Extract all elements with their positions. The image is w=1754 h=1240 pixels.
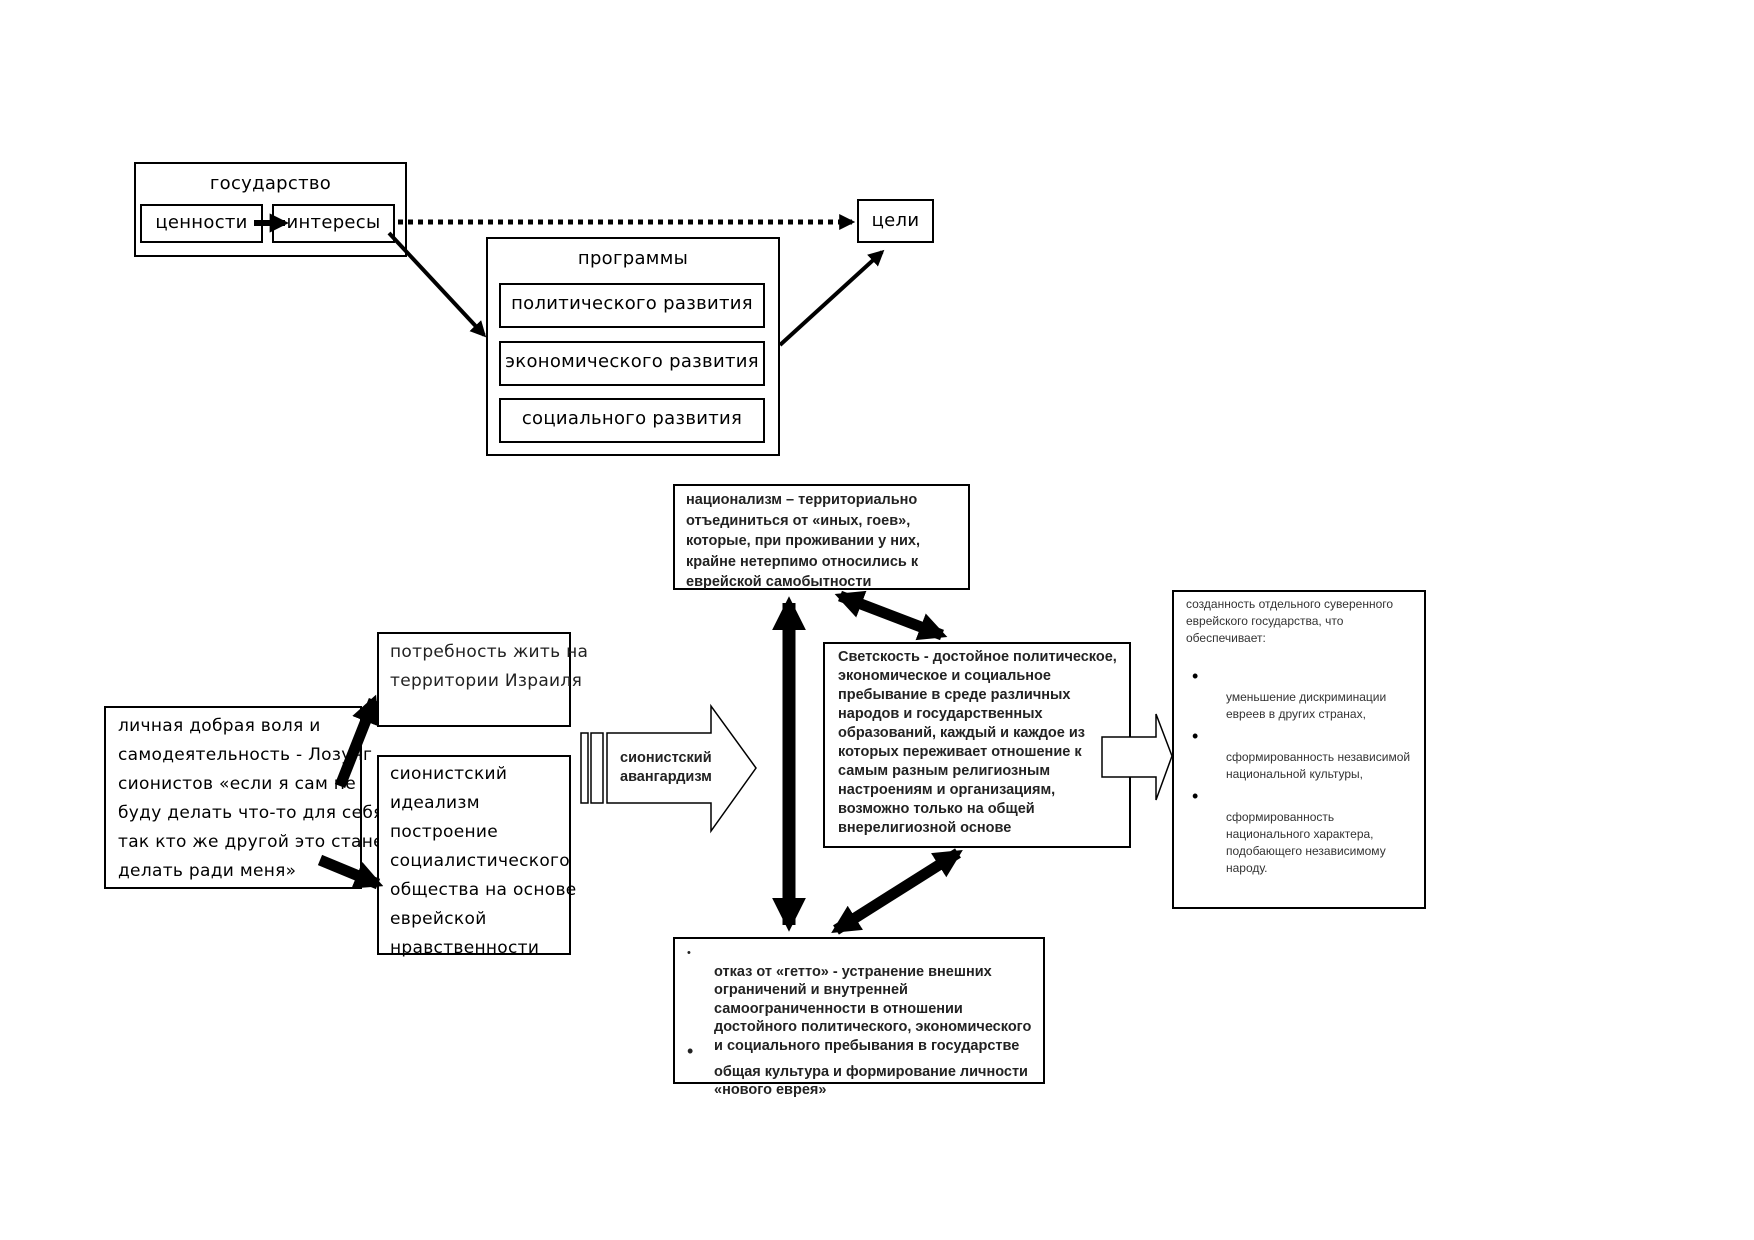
bullet-icon: • — [1192, 726, 1199, 746]
goals-label: цели — [871, 210, 920, 231]
sovereign-item-3: •сформированность национального характер… — [1192, 786, 1386, 875]
programs-title: программы — [577, 248, 689, 269]
sovereign-item-2: •сформированность независимой национальн… — [1192, 726, 1411, 781]
state-title: государство — [209, 173, 332, 194]
program-social-box — [499, 398, 765, 443]
personal-will-text: личная добрая воля и самодеятельность - … — [118, 716, 395, 881]
secularism-text: Светскость - достойное политическое, эко… — [838, 649, 1117, 836]
bullet-icon: • — [687, 947, 691, 959]
program-economic-box — [499, 341, 765, 386]
idealism-text: сионистский идеализм построение социалис… — [390, 764, 577, 958]
arrow-secularism-ghetto — [831, 848, 963, 935]
vanguard-label: сионистский авангардизм — [620, 750, 712, 785]
nationalism-text: национализм – территориально отъединитьс… — [686, 492, 920, 590]
bullet-icon: • — [687, 1041, 694, 1061]
idealism-box — [377, 755, 571, 955]
bullet-icon: • — [1192, 666, 1199, 686]
arrow-programs-to-goals — [778, 249, 885, 347]
values-label: ценности — [155, 212, 248, 233]
program-economic-label: экономического развития — [505, 351, 759, 372]
ghetto-item-2: •общая культура и формирование личности … — [687, 1041, 1028, 1098]
need-to-live-box — [377, 632, 571, 727]
goals-box — [857, 199, 934, 243]
program-social-label: социального развития — [521, 408, 743, 429]
sovereign-intro-text: созданность отдельного суверенного еврей… — [1186, 597, 1394, 645]
nationalism-box — [673, 484, 970, 590]
sovereign-state-box — [1172, 590, 1426, 909]
program-political-box — [499, 283, 765, 328]
sovereign-item-1: •уменьшение дискриминации евреев в други… — [1192, 666, 1387, 721]
interests-label: интересы — [286, 212, 381, 233]
secularism-box — [823, 642, 1131, 848]
need-to-live-text: потребность жить на территории Израиля — [390, 642, 589, 691]
bullet-icon: • — [1192, 786, 1199, 806]
program-political-label: политического развития — [511, 293, 753, 314]
ghetto-box — [673, 937, 1045, 1084]
arrow-nationalism-secularism — [834, 590, 948, 641]
ghetto-item-1: •отказ от «гетто» - устранение внешних о… — [687, 944, 1031, 1055]
values-box — [140, 204, 263, 243]
